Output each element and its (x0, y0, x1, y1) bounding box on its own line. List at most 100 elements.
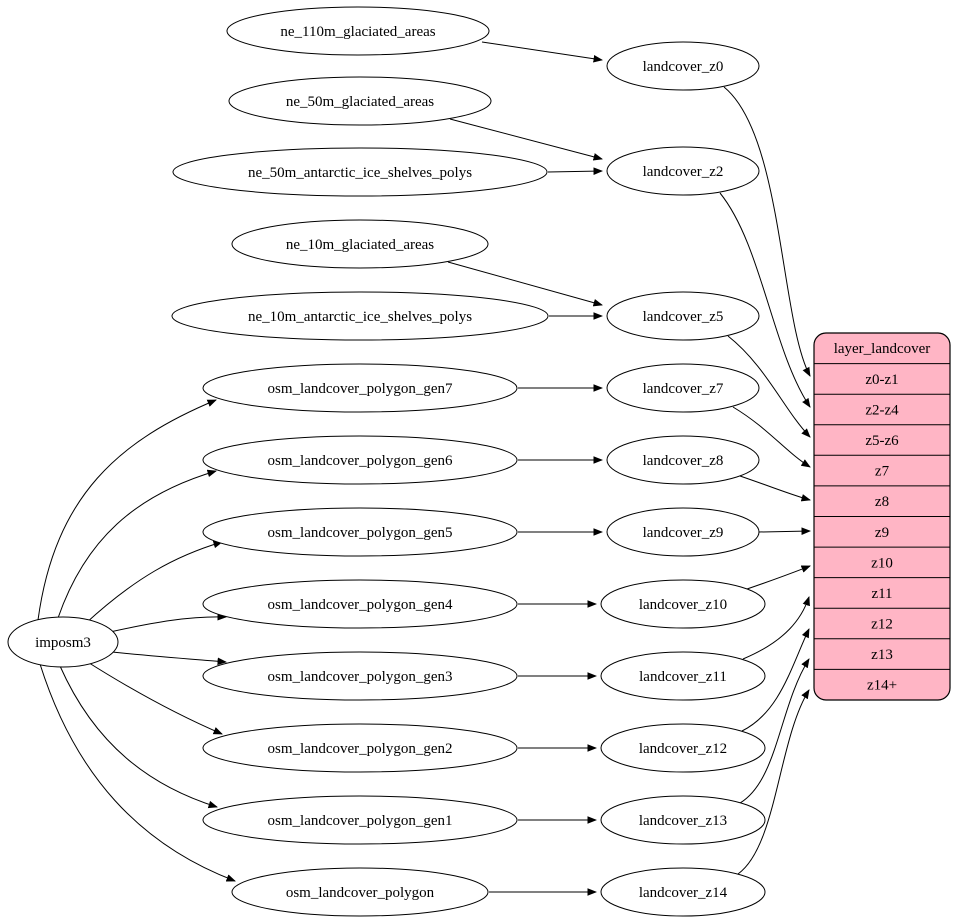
node-ellipse (600, 723, 766, 773)
node-ne-110m-glaciated-areas: ne_110m_glaciated_areas (226, 6, 490, 56)
edge-z14-to-row-z14plus (737, 689, 810, 875)
node-ellipse (606, 291, 760, 341)
node-imposm3: imposm3 (7, 616, 119, 668)
node-ellipse (202, 507, 518, 557)
node-ellipse (202, 795, 518, 845)
node-osm-landcover-polygon-gen6: osm_landcover_polygon_gen6 (202, 435, 518, 485)
node-ellipse (202, 651, 518, 701)
node-landcover-z2: landcover_z2 (606, 146, 760, 196)
node-ellipse (202, 723, 518, 773)
table-row-z7: z7 (875, 464, 890, 480)
node-ellipse (226, 6, 490, 56)
edge-z9-to-row-z9 (758, 527, 811, 535)
node-ellipse (228, 76, 492, 126)
node-ellipse (600, 651, 766, 701)
node-label: osm_landcover_polygon_gen6 (268, 453, 453, 469)
node-landcover-z7: landcover_z7 (606, 363, 760, 413)
node-osm-landcover-polygon-gen1: osm_landcover_polygon_gen1 (202, 795, 518, 845)
node-ellipse (202, 363, 518, 413)
node-ellipse (606, 435, 760, 485)
node-osm-landcover-polygon-gen2: osm_landcover_polygon_gen2 (202, 723, 518, 773)
edge-z7-to-row-z7 (732, 406, 811, 468)
node-label: landcover_z7 (643, 381, 724, 397)
table-row-z0-z1: z0-z1 (865, 372, 898, 388)
node-ne-50m-antarctic-ice-shelves-polys: ne_50m_antarctic_ice_shelves_polys (172, 147, 548, 197)
node-landcover-z0: landcover_z0 (606, 41, 760, 91)
node-label: landcover_z11 (639, 669, 727, 685)
edge-imposm3-to-gen5 (84, 540, 223, 625)
node-imposm3-label: imposm3 (35, 635, 91, 651)
node-landcover-z13: landcover_z13 (600, 795, 766, 845)
node-ellipse (202, 435, 518, 485)
node-label: osm_landcover_polygon_gen4 (268, 597, 453, 613)
node-label: landcover_z9 (643, 525, 724, 541)
node-ellipse (600, 795, 766, 845)
table-title: layer_landcover (834, 341, 931, 357)
edge-imposm3-to-gen6 (57, 469, 217, 619)
edge-z11-to-row-z11 (742, 596, 810, 660)
node-landcover-z9: landcover_z9 (606, 507, 760, 557)
edge-ne110m-to-z0 (481, 41, 603, 63)
node-ellipse (172, 147, 548, 197)
node-landcover-z11: landcover_z11 (600, 651, 766, 701)
node-ellipse (171, 291, 549, 341)
node-label: landcover_z13 (639, 813, 727, 829)
node-osm-landcover-polygon: osm_landcover_polygon (231, 867, 489, 917)
node-ellipse (600, 867, 766, 917)
table-row-z11: z11 (871, 586, 892, 602)
node-ellipse (606, 146, 760, 196)
edge-imposm3-to-gen4 (109, 612, 227, 633)
node-ellipse (606, 41, 760, 91)
edge-imposm3-to-gen2 (85, 660, 223, 735)
table-row-z12: z12 (871, 617, 893, 633)
table-row-z5-z6: z5-z6 (865, 433, 899, 449)
node-landcover-z10: landcover_z10 (600, 579, 766, 629)
node-label: ne_50m_glaciated_areas (286, 94, 434, 110)
node-ne-10m-antarctic-ice-shelves-polys: ne_10m_antarctic_ice_shelves_polys (171, 291, 549, 341)
node-label: landcover_z0 (643, 59, 724, 75)
edge-ne10m-glaciated-to-z5 (447, 261, 603, 307)
node-landcover-z8: landcover_z8 (606, 435, 760, 485)
node-ellipse (606, 507, 760, 557)
edge-z12-to-row-z12 (741, 628, 810, 732)
node-ne-50m-glaciated-areas: ne_50m_glaciated_areas (228, 76, 492, 126)
edge-z13-to-row-z13 (739, 658, 810, 804)
table-layer-landcover: layer_landcover z0-z1 z2-z4 z5-z6 z7 z8 … (813, 332, 951, 701)
node-label: osm_landcover_polygon_gen5 (268, 525, 453, 541)
node-ne-10m-glaciated-areas: ne_10m_glaciated_areas (231, 219, 489, 269)
node-label: osm_landcover_polygon_gen1 (268, 813, 453, 829)
edge-z0-to-row-z0-z1 (723, 86, 811, 377)
edge-imposm3-to-gen7 (37, 399, 217, 621)
node-landcover-z14: landcover_z14 (600, 867, 766, 917)
table-row-z13: z13 (871, 647, 893, 663)
node-label: landcover_z12 (639, 741, 727, 757)
node-label: osm_landcover_polygon (286, 885, 435, 901)
node-imposm3-ellipse (7, 616, 119, 668)
edge-z2-to-row-z2-z4 (719, 192, 811, 408)
edge-group (37, 41, 811, 896)
node-label: ne_10m_glaciated_areas (286, 237, 434, 253)
table-row-z14plus: z14+ (867, 678, 897, 694)
edge-imposm3-to-gen3 (111, 651, 227, 666)
table-row-z9: z9 (875, 525, 889, 541)
edge-ne50m-glaciated-to-z2 (449, 118, 603, 161)
edge-z8-to-row-z8 (739, 475, 811, 502)
node-label: landcover_z5 (643, 309, 724, 325)
node-label: landcover_z14 (639, 885, 728, 901)
node-label: landcover_z2 (643, 164, 724, 180)
node-label: osm_landcover_polygon_gen2 (268, 741, 453, 757)
edge-z10-to-row-z10 (746, 565, 811, 590)
node-landcover-z12: landcover_z12 (600, 723, 766, 773)
node-ellipse (202, 579, 518, 629)
node-osm-landcover-polygon-gen7: osm_landcover_polygon_gen7 (202, 363, 518, 413)
node-label: landcover_z10 (639, 597, 727, 613)
edge-imposm3-to-polygon (39, 663, 236, 882)
node-osm-landcover-polygon-gen3: osm_landcover_polygon_gen3 (202, 651, 518, 701)
table-row-z8: z8 (875, 494, 889, 510)
node-osm-landcover-polygon-gen5: osm_landcover_polygon_gen5 (202, 507, 518, 557)
node-label: ne_10m_antarctic_ice_shelves_polys (248, 309, 472, 325)
node-osm-landcover-polygon-gen4: osm_landcover_polygon_gen4 (202, 579, 518, 629)
node-ellipse (231, 219, 489, 269)
